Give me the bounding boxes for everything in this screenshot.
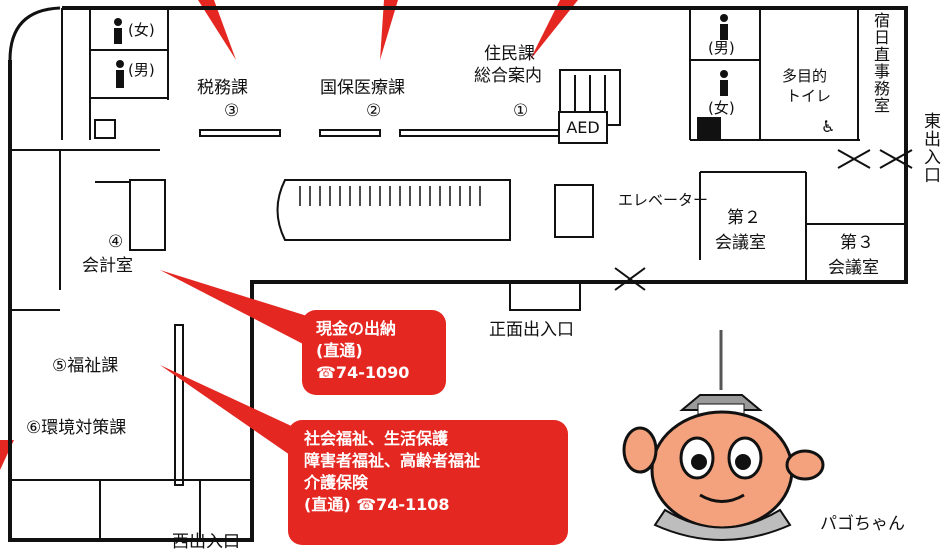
escalator bbox=[299, 186, 481, 206]
welfare-callout: 社会福祉、生活保護 障害者福祉、高齢者福祉 介護保険 (直通) ☎74-1108 bbox=[288, 420, 568, 545]
general-information-label: 総合案内 bbox=[474, 66, 542, 86]
meeting-room-2-number: 第２ bbox=[727, 208, 761, 228]
health-insurance-label: 国保医療課 bbox=[320, 78, 405, 98]
pointer-arrows-top bbox=[0, 0, 578, 470]
tax-division-number: ③ bbox=[224, 101, 240, 121]
wheelchair-icon: ♿ bbox=[821, 117, 835, 136]
mascot-name: パゴちゃん bbox=[820, 514, 905, 534]
callout-pointers bbox=[160, 270, 320, 455]
accounting-number: ④ bbox=[108, 232, 124, 252]
toilet-women-right-label: (女) bbox=[708, 99, 735, 117]
resident-division-number: ① bbox=[513, 101, 529, 121]
callout-line: 障害者福祉、高齢者福祉 bbox=[304, 451, 481, 470]
duty-office-label: 宿日直事務室 bbox=[871, 12, 890, 114]
callout-phone: ☎74-1090 bbox=[316, 363, 410, 382]
callout-phone: (直通) ☎74-1108 bbox=[304, 495, 450, 514]
welfare-division-label: ⑤福祉課 bbox=[52, 356, 119, 376]
resident-division-label: 住民課 bbox=[484, 44, 535, 64]
meeting-room-2-label: 会議室 bbox=[715, 233, 766, 253]
east-entrance-label: 東出入口 bbox=[920, 112, 940, 184]
meeting-room-3-label: 会議室 bbox=[828, 258, 879, 278]
environment-division-label: ⑥環境対策課 bbox=[26, 418, 127, 438]
west-entrance-label: 西出入口 bbox=[172, 532, 240, 552]
mascot-illustration bbox=[622, 330, 825, 541]
health-insurance-number: ② bbox=[366, 101, 382, 121]
tax-division-label: 税務課 bbox=[197, 78, 248, 98]
aed-label: AED bbox=[558, 111, 608, 144]
elevator-label: エレベーター bbox=[618, 191, 709, 209]
toilet-men-right-label: (男) bbox=[708, 39, 735, 57]
building-walls bbox=[8, 6, 908, 542]
inner-walls bbox=[10, 8, 913, 540]
multipurpose-toilet-label: 多目的 bbox=[782, 67, 828, 85]
toilet-women-left-label: (女) bbox=[128, 21, 155, 39]
person-icons bbox=[114, 14, 728, 96]
callout-line: 社会福祉、生活保護 bbox=[304, 429, 449, 448]
callout-line: 介護保険 bbox=[304, 473, 369, 492]
multipurpose-toilet-label-2: トイレ bbox=[786, 87, 832, 105]
toilet-men-left-label: (男) bbox=[128, 61, 155, 79]
front-entrance-label: 正面出入口 bbox=[489, 320, 574, 340]
accounting-callout: 現金の出納 (直通) ☎74-1090 bbox=[302, 310, 446, 395]
accounting-office-label: 会計室 bbox=[82, 256, 133, 276]
meeting-room-3-number: 第３ bbox=[840, 233, 874, 253]
callout-line: 現金の出納 bbox=[316, 319, 397, 338]
callout-line: (直通) bbox=[316, 341, 363, 360]
